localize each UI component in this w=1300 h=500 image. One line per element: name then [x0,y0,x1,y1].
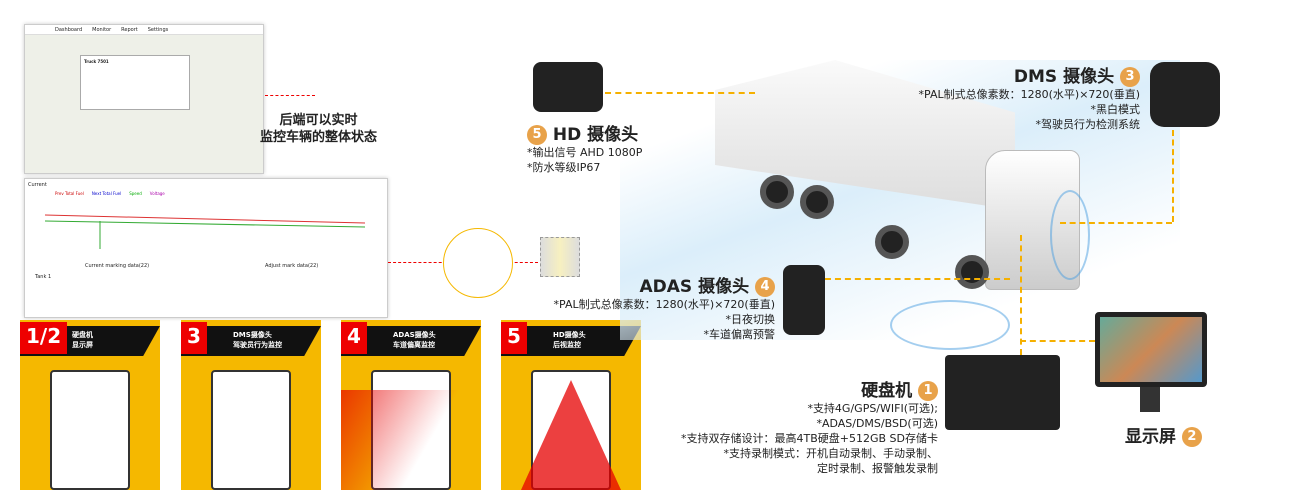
spec-line: *支持录制模式：开机自动录制、手动录制、 [723,447,939,460]
spec-line: *驾驶员行为检测系统 [1035,118,1141,131]
badge: 2 [1181,427,1202,447]
truck-front-icon [50,370,130,490]
legend-item: Next Total Fuel [91,191,122,196]
fuel-sensor-icon [443,228,513,298]
feature-card: 3 DMS摄像头驾驶员行为监控 [181,320,321,490]
card-label: 硬盘机 [72,331,93,339]
dvr-device-icon [945,355,1060,430]
feature-card: 4 ADAS摄像头车道偏离监控 [341,320,481,490]
spec-line: *支持双存储设计：最高4TB硬盘+512GB SD存储卡 [681,432,938,445]
tank-label: Tank 1 [35,274,52,280]
feature-card: 5 HD摄像头后视监控 [501,320,641,490]
card-number: 4 [341,322,367,354]
fuel-tank-icon [540,237,580,277]
popup-title: Truck 7501 [84,59,109,64]
backend-note: 后端可以实时 监控车辆的整体状态 [260,112,377,146]
monitor-screen-icon [1095,312,1207,387]
adas-camera-icon [783,265,825,335]
card-label: 显示屏 [72,341,93,349]
spec-line: *ADAS/DMS/BSD(可选) [816,417,938,430]
fuel-line [44,214,366,224]
card-number: 5 [501,322,527,354]
spec-line: *黑白模式 [1090,103,1141,116]
fuel-line-chart [44,214,366,249]
tab: Report [121,27,138,33]
note-line: 监控车辆的整体状态 [260,130,378,145]
badge: 4 [755,277,775,297]
hd-camera-icon [533,62,603,112]
marking-title: Current marking data(22) [85,263,150,269]
fuel-chart-screenshot: Current Prev Total Fuel Next Total Fuel … [24,178,388,318]
adjust-title: Adjust mark data(22) [265,263,319,269]
note-line: 后端可以实时 [279,113,358,128]
card-label: 驾驶员行为监控 [233,341,282,349]
dms-camera-callout: DMS 摄像头 3 *PAL制式总像素数：1280(水平)×720(垂直) *黑… [919,62,1140,132]
spec-line: *日夜切换 [725,313,776,326]
monitor-callout: 显示屏 2 [1125,422,1202,447]
feature-card: 1/2 硬盘机显示屏 [20,320,160,490]
dvr-callout: 硬盘机 1 *支持4G/GPS/WIFI(可选); *ADAS/DMS/BSD(… [681,376,938,476]
badge: 3 [1120,67,1140,87]
tab: Monitor [92,27,112,33]
monitor-map-screenshot: Dashboard Monitor Report Settings Truck … [24,24,264,174]
callout-title: 显示屏 [1125,427,1176,447]
card-label: HD摄像头 [553,331,586,339]
badge: 1 [918,381,938,401]
card-label: DMS摄像头 [233,331,272,339]
spec-line: *PAL制式总像素数：1280(水平)×720(垂直) [553,298,775,311]
spec-line: 定时录制、报警触发录制 [817,462,938,475]
hd-camera-callout: 5 HD 摄像头 *输出信号 AHD 1080P *防水等级IP67 [527,120,642,175]
spec-line: *防水等级IP67 [527,161,601,174]
vehicle-popup: Truck 7501 [80,55,190,110]
legend-item: Speed [129,191,142,196]
callout-title: HD 摄像头 [552,125,639,145]
callout-title: DMS 摄像头 [1013,67,1115,87]
card-label: 车道偏离监控 [393,341,435,349]
spec-line: *车道偏离预警 [703,328,776,341]
card-label: ADAS摄像头 [393,331,436,339]
callout-title: ADAS 摄像头 [639,277,750,297]
legend-item: Prev Total Fuel [55,191,84,196]
spec-line: *输出信号 AHD 1080P [527,146,643,159]
dms-camera-icon [1150,62,1220,127]
speed-line [44,220,366,228]
card-number: 3 [181,322,207,354]
chart-header: Current [28,182,47,188]
spec-line: *支持4G/GPS/WIFI(可选); [807,402,938,415]
badge: 5 [527,125,547,145]
spec-line: *PAL制式总像素数：1280(水平)×720(垂直) [918,88,1140,101]
card-label: 后视监控 [553,341,581,349]
callout-title: 硬盘机 [861,381,913,401]
legend-item: Voltage [149,191,165,196]
truck-front-icon [211,370,291,490]
tab: Dashboard [55,27,83,33]
adas-camera-callout: ADAS 摄像头 4 *PAL制式总像素数：1280(水平)×720(垂直) *… [554,272,775,342]
card-number: 1/2 [20,322,68,354]
tab: Settings [147,27,169,33]
